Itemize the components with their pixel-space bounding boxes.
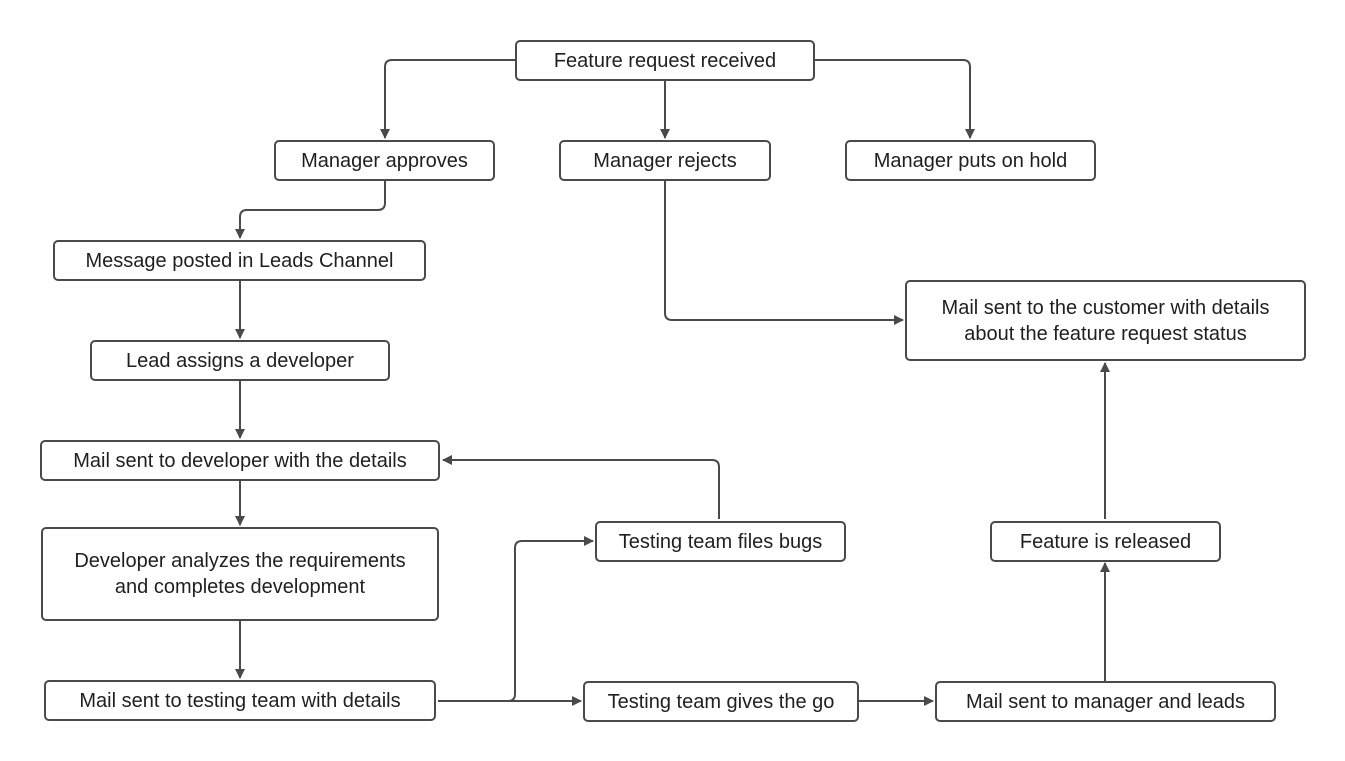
node-label-group: Developer analyzes the requirements and … [74,548,405,600]
arrow-testing-bugs-to-mail-developer [442,455,720,519]
arrow-mail-testing-to-testing-bugs [438,536,594,702]
node-mail-sent-to-testing-team: Mail sent to testing team with details [44,680,436,721]
node-label: Manager approves [301,149,468,172]
arrow-approves-to-leads-channel [235,181,386,239]
node-label: Message posted in Leads Channel [85,249,394,272]
node-label-line-2: and completes development [114,576,366,598]
node-mail-sent-to-developer: Mail sent to developer with the details [40,440,440,481]
node-developer-analyzes: Developer analyzes the requirements and … [41,527,439,621]
node-testing-team-gives-go: Testing team gives the go [583,681,859,722]
node-label: Testing team gives the go [607,690,835,713]
node-testing-team-files-bugs: Testing team files bugs [595,521,846,562]
node-label: Mail sent to testing team with details [79,689,401,712]
node-feature-is-released: Feature is released [990,521,1221,562]
node-label: Manager rejects [593,149,737,172]
node-label-line-1: Mail sent to the customer with details [941,296,1270,319]
node-label-line-2: about the feature request status [964,322,1247,345]
node-label: Feature request received [553,49,777,72]
node-label: Mail sent to manager and leads [965,690,1246,713]
node-lead-assigns-developer: Lead assigns a developer [90,340,390,381]
node-label-group: Mail sent to the customer with details a… [942,295,1270,347]
node-message-posted-leads-channel: Message posted in Leads Channel [53,240,426,281]
node-label: Testing team files bugs [618,530,823,553]
node-mail-sent-to-customer: Mail sent to the customer with details a… [905,280,1306,361]
node-manager-approves: Manager approves [274,140,495,181]
node-feature-request-received: Feature request received [515,40,815,81]
arrow-request-to-approves [380,59,516,139]
node-label: Mail sent to developer with the details [73,449,407,472]
node-manager-rejects: Manager rejects [559,140,771,181]
node-manager-puts-on-hold: Manager puts on hold [845,140,1096,181]
node-label: Feature is released [1019,530,1192,553]
node-label-line-1: Developer analyzes the requirements [74,550,406,572]
arrow-request-to-hold [814,59,975,139]
node-label: Lead assigns a developer [126,349,354,372]
arrow-rejects-to-mail-customer [664,181,904,325]
node-label: Manager puts on hold [873,149,1068,172]
node-mail-sent-to-manager-leads: Mail sent to manager and leads [935,681,1276,722]
